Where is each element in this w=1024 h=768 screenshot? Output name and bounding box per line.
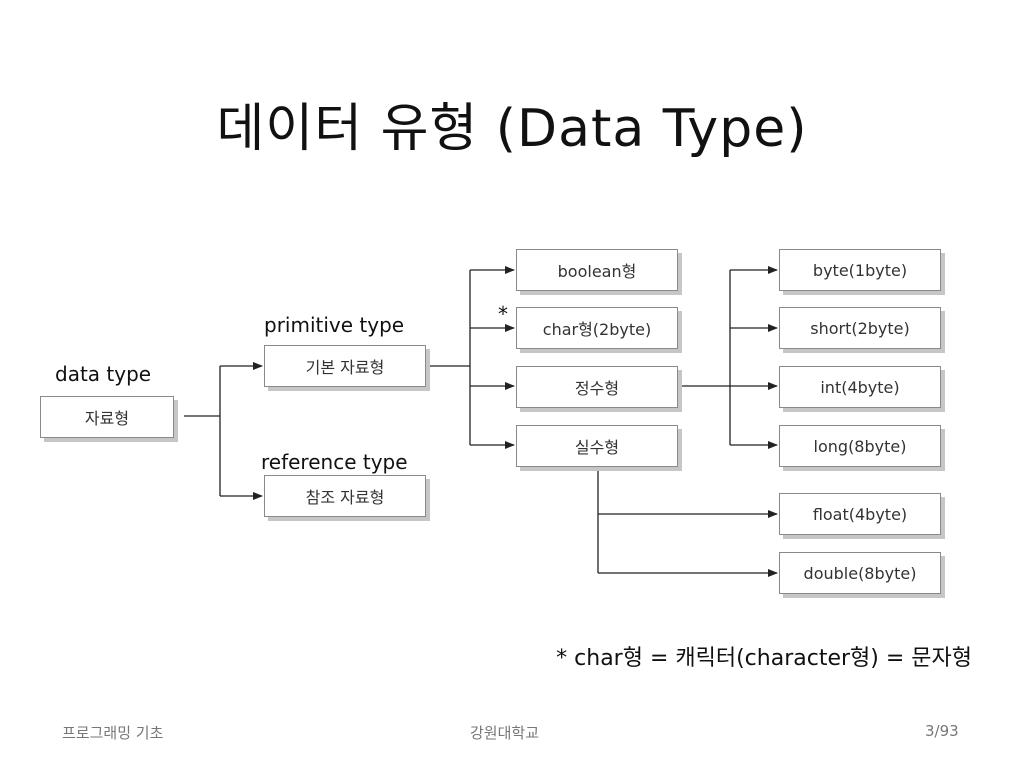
- box-real: 실수형: [516, 425, 678, 467]
- box-reference-type: 참조 자료형: [264, 475, 426, 517]
- box-double: double(8byte): [779, 552, 941, 594]
- box-float: float(4byte): [779, 493, 941, 535]
- footer-university: 강원대학교: [470, 724, 540, 742]
- box-int: int(4byte): [779, 366, 941, 408]
- box-byte: byte(1byte): [779, 249, 941, 291]
- slide-title: 데이터 유형 (Data Type): [216, 99, 808, 159]
- box-boolean: boolean형: [516, 249, 678, 291]
- label-reference-type: reference type: [261, 450, 408, 474]
- box-integer: 정수형: [516, 366, 678, 408]
- box-short: short(2byte): [779, 307, 941, 349]
- box-primitive-type: 기본 자료형: [264, 345, 426, 387]
- box-long: long(8byte): [779, 425, 941, 467]
- footer-course: 프로그래밍 기초: [62, 724, 164, 742]
- char-footnote: * char형 = 캐릭터(character형) = 문자형: [556, 646, 972, 671]
- box-char: char형(2byte): [516, 307, 678, 349]
- label-primitive-type: primitive type: [264, 313, 405, 337]
- label-data-type: data type: [55, 362, 152, 386]
- page-number: 3/93: [925, 722, 959, 740]
- box-root-type: 자료형: [40, 396, 174, 438]
- char-asterisk: *: [498, 302, 508, 326]
